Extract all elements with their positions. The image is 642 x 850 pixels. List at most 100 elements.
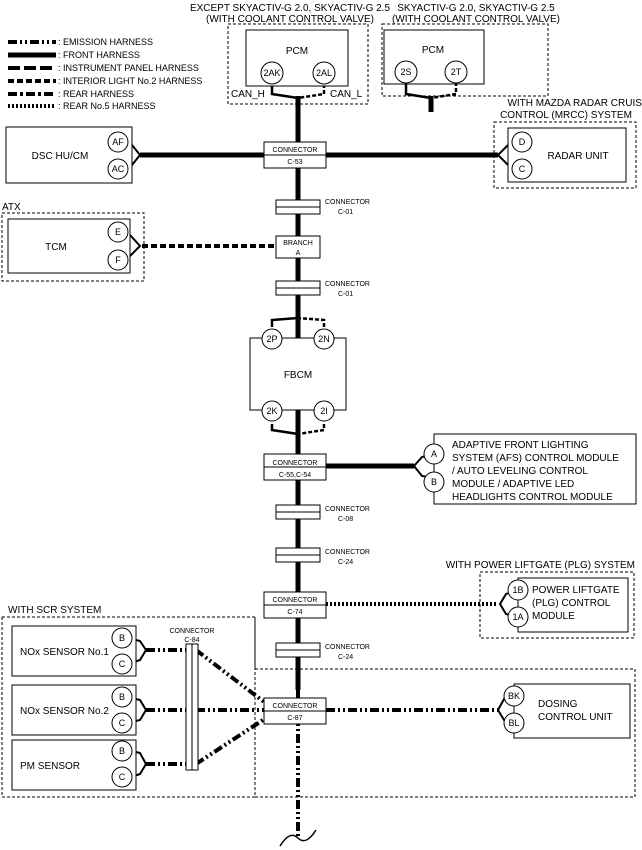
- branch-a-box: [275, 235, 321, 259]
- pcm2-pin-2t: [444, 60, 468, 84]
- fbcm-2n-wire: [297, 316, 326, 327]
- afs-label-line4: MODULE / ADAPTIVE LED: [452, 479, 574, 490]
- connector-c55-code: C-55,C-54: [279, 472, 311, 479]
- nox2-pin-b-label: B: [119, 692, 125, 702]
- branch-a-title: BRANCH: [283, 240, 313, 247]
- fbcm-pin-2k: [261, 400, 283, 422]
- pcm2-pin-2t-label: 2T: [451, 67, 462, 77]
- connector-c74-title: CONNECTOR: [273, 597, 318, 604]
- radar-pin-c-label: C: [519, 164, 526, 174]
- legend: : EMISSION HARNESS : FRONT HARNESS : INS…: [8, 37, 202, 111]
- connector-c53-title: CONNECTOR: [273, 147, 318, 154]
- afs-label-line3: / AUTO LEVELING CONTROL: [452, 466, 588, 477]
- connector-c74-code: C-74: [287, 609, 302, 616]
- tcm-pin-f: [107, 249, 129, 271]
- pm-pin-b-label: B: [119, 746, 125, 756]
- connector-c01b-title: CONNECTOR: [325, 281, 370, 288]
- legend-label-rear5: : REAR No.5 HARNESS: [58, 101, 156, 111]
- dsc-label: DSC HU/CM: [32, 151, 89, 162]
- pcm1-label: PCM: [286, 46, 308, 57]
- scr-group-title: WITH SCR SYSTEM: [8, 605, 101, 616]
- connector-c01b: CONNECTOR C-01: [275, 280, 370, 298]
- plg-label-line2: (PLG) CONTROL: [532, 598, 611, 609]
- dosing-pin-bl-label: BL: [508, 718, 519, 728]
- connector-c08: CONNECTOR C-08: [275, 504, 370, 523]
- legend-label-emission: : EMISSION HARNESS: [58, 37, 153, 47]
- dsc-pin-af: [107, 131, 129, 153]
- fbcm-pin-2k-label: 2K: [266, 406, 277, 416]
- nox1-pin-b: [111, 627, 133, 649]
- afs-box: [433, 433, 637, 505]
- plg-group-title: WITH POWER LIFTGATE (PLG) SYSTEM: [446, 560, 635, 571]
- afs-pin-b-label: B: [431, 477, 437, 487]
- connector-c53-code: C-53: [287, 159, 302, 166]
- nox1-module: NOx SENSOR No.1 B C: [11, 625, 137, 677]
- tcm-pin-e: [107, 221, 129, 243]
- pcm2-group-frame: [381, 23, 549, 97]
- dosing-pin-bk: [503, 685, 525, 707]
- radar-pin-d: [511, 131, 533, 153]
- nox2-module: NOx SENSOR No.2 B C: [11, 684, 137, 736]
- connector-c01a-code: C-01: [338, 209, 353, 216]
- connector-c01b-code: C-01: [338, 291, 353, 298]
- pcm2-label: PCM: [422, 45, 444, 56]
- radar-label: RADAR UNIT: [547, 151, 608, 162]
- connector-c87-title: CONNECTOR: [273, 703, 318, 710]
- connector-c01a-title: CONNECTOR: [325, 199, 370, 206]
- fbcm-pin-2i-label: 2I: [320, 406, 328, 416]
- pcm2-group-title-line1: SKYACTIV-G 2.0, SKYACTIV-G 2.5: [397, 3, 555, 14]
- connector-c24b-code: C-24: [338, 654, 353, 661]
- fbcm-2i-wire: [297, 424, 326, 436]
- mrcc-group-title-line2: CONTROL (MRCC) SYSTEM: [500, 110, 632, 121]
- tcm-module: TCM E F: [7, 218, 131, 274]
- nox2-pin-b: [111, 686, 133, 708]
- connector-c24a-title: CONNECTOR: [325, 549, 370, 556]
- plg-pin-1a: [507, 606, 529, 628]
- nox2-pin-c: [111, 712, 133, 734]
- pcm2-pin-2s: [394, 60, 418, 84]
- pcm2-pin-2s-label: 2S: [400, 67, 411, 77]
- nox2-pin-c-label: C: [119, 718, 126, 728]
- fbcm-pin-2n-label: 2N: [318, 334, 330, 344]
- connector-c24b-title: CONNECTOR: [325, 644, 370, 651]
- connector-c08-title: CONNECTOR: [325, 506, 370, 513]
- legend-label-front: : FRONT HARNESS: [58, 50, 140, 60]
- tcm-pin-f-label: F: [115, 255, 121, 265]
- radar-module: RADAR UNIT D C: [507, 127, 627, 183]
- pcm1-module: PCM 2AK 2AL CAN_H CAN_L: [231, 29, 363, 100]
- plg-box: [517, 577, 629, 633]
- fbcm-pin-2p: [261, 328, 283, 350]
- dosing-box: [513, 683, 631, 739]
- connector-c01a: CONNECTOR C-01: [275, 199, 370, 216]
- fbcm-2p-wire: [270, 316, 299, 327]
- plg-label-line1: POWER LIFTGATE: [532, 585, 620, 596]
- connector-c87-code: C-87: [287, 715, 302, 722]
- plg-pin-1a-label: 1A: [512, 612, 523, 622]
- pcm1-group-title-line1: EXCEPT SKYACTIV-G 2.0, SKYACTIV-G 2.5: [190, 3, 391, 14]
- legend-label-instrument-panel: : INSTRUMENT PANEL HARNESS: [58, 63, 199, 73]
- harness-continuation-mark: [279, 829, 317, 847]
- pcm1-can-h-label: CAN_H: [231, 89, 265, 100]
- connector-c55-title: CONNECTOR: [273, 460, 318, 467]
- dosing-pin-bk-label: BK: [508, 691, 520, 701]
- afs-pin-a: [423, 443, 445, 465]
- pcm2-can-l-wire: [430, 82, 458, 100]
- tcm-label: TCM: [45, 242, 67, 253]
- afs-pin-a-label: A: [431, 449, 437, 459]
- connector-c87: CONNECTOR C-87: [263, 697, 327, 725]
- nox1-pin-c-label: C: [119, 659, 126, 669]
- plg-module: POWER LIFTGATE (PLG) CONTROL MODULE 1B 1…: [507, 577, 629, 633]
- connector-c55-c54: CONNECTOR C-55,C-54: [263, 453, 327, 481]
- plg-pin-1b-label: 1B: [512, 585, 523, 595]
- nox2-label: NOx SENSOR No.2: [20, 706, 109, 717]
- dosing-pin-bl: [503, 712, 525, 734]
- mrcc-group-title-line1: WITH MAZDA RADAR CRUISE: [507, 98, 642, 109]
- radar-pin-c: [511, 158, 533, 180]
- pcm2-module: PCM 2S 2T: [383, 29, 485, 85]
- connector-c74: CONNECTOR C-74: [263, 591, 327, 619]
- branch-a: BRANCH A: [275, 235, 321, 259]
- fbcm-label: FBCM: [284, 370, 312, 381]
- radar-pin-d-label: D: [519, 137, 526, 147]
- connector-c84-code: C-84: [184, 637, 199, 644]
